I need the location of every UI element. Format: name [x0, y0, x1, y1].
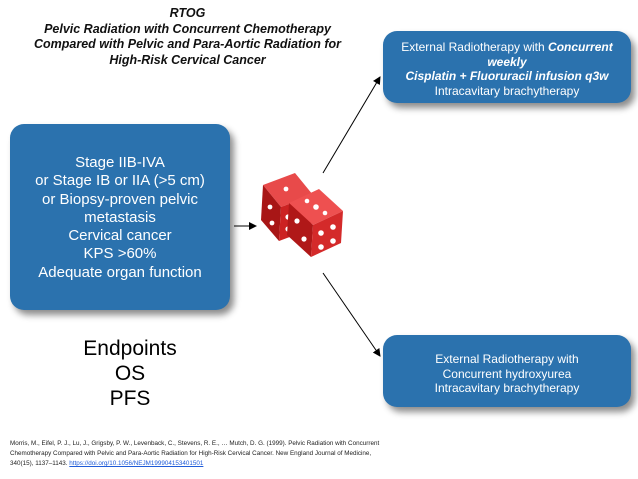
arm-bottom-line-1: External Radiotherapy with	[435, 352, 579, 366]
arm-top-line-3: Cisplatin + Fluoruracil infusion q3w	[405, 69, 609, 83]
endpoints-heading: Endpoints	[83, 337, 177, 360]
eligibility-line: KPS >60%	[83, 245, 157, 263]
arrow-to-arm-bottom	[322, 272, 381, 357]
arm-top-line-2: weekly	[487, 54, 527, 69]
eligibility-line: Adequate organ function	[38, 263, 202, 281]
diagram-title: RTOG Pelvic Radiation with Concurrent Ch…	[10, 6, 365, 68]
endpoint-item: OS	[114, 362, 146, 385]
arm-bottom-line-2: Concurrent hydroxyurea	[442, 366, 572, 381]
title-line-1: RTOG	[169, 6, 206, 20]
endpoint-item: PFS	[109, 387, 151, 410]
citation-text: Morris, M., Eifel, P. J., Lu, J., Grigsb…	[10, 440, 380, 467]
citation-doi-link[interactable]: https://doi.org/10.1056/NEJM199904153401…	[69, 460, 204, 467]
arm-top-line-1-plain: External Radiotherapy with	[401, 40, 549, 54]
arrow-to-arm-top	[322, 76, 381, 174]
title-line-4: High-Risk Cervical Cancer	[109, 52, 266, 67]
eligibility-line: or Biopsy-proven pelvic	[42, 190, 198, 208]
treatment-arm-top: External Radiotherapy with Concurrent we…	[383, 31, 631, 103]
eligibility-line: Stage IIB-IVA	[75, 154, 165, 171]
citation: Morris, M., Eifel, P. J., Lu, J., Grigsb…	[10, 439, 380, 469]
title-line-2: Pelvic Radiation with Concurrent Chemoth…	[44, 21, 331, 36]
title-line-3: Compared with Pelvic and Para-Aortic Rad…	[33, 37, 341, 51]
endpoints: Endpoints OS PFS	[40, 336, 220, 411]
eligibility-line: Cervical cancer	[68, 227, 172, 245]
eligibility-line: metastasis	[84, 208, 156, 226]
arm-top-line-4: Intracavitary brachytherapy	[434, 83, 580, 98]
arm-bottom-line-3: Intracavitary brachytherapy	[434, 381, 580, 395]
die-front	[287, 189, 343, 257]
eligibility-box: Stage IIB-IVA or Stage IB or IIA (>5 cm)…	[10, 124, 230, 310]
treatment-arm-bottom: External Radiotherapy with Concurrent hy…	[383, 335, 631, 407]
arm-top-line-1-emphasis: Concurrent	[548, 40, 613, 54]
arm-top-line-1: External Radiotherapy with Concurrent	[383, 40, 631, 55]
dice-icon	[261, 173, 343, 257]
eligibility-line: or Stage IB or IIA (>5 cm)	[35, 172, 205, 190]
